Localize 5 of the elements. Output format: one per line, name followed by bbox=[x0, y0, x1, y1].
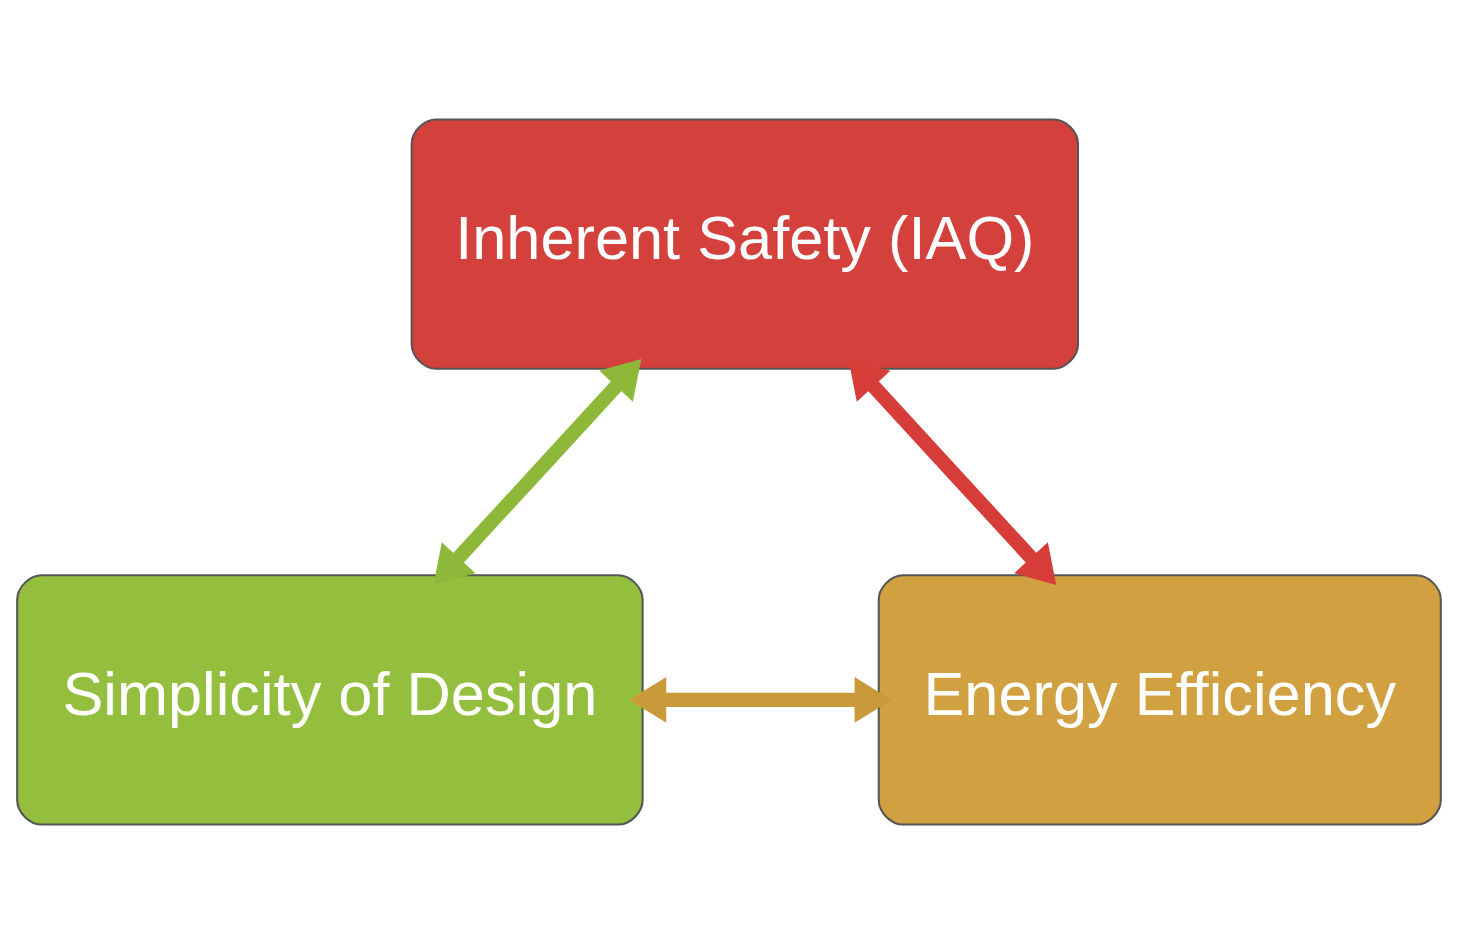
node-box: Inherent Safety (IAQ) bbox=[410, 118, 1079, 370]
arrow bbox=[628, 677, 892, 723]
arrow bbox=[432, 358, 641, 586]
node-box: Simplicity of Design bbox=[15, 574, 644, 826]
node-box: Energy Efficiency bbox=[877, 574, 1442, 826]
